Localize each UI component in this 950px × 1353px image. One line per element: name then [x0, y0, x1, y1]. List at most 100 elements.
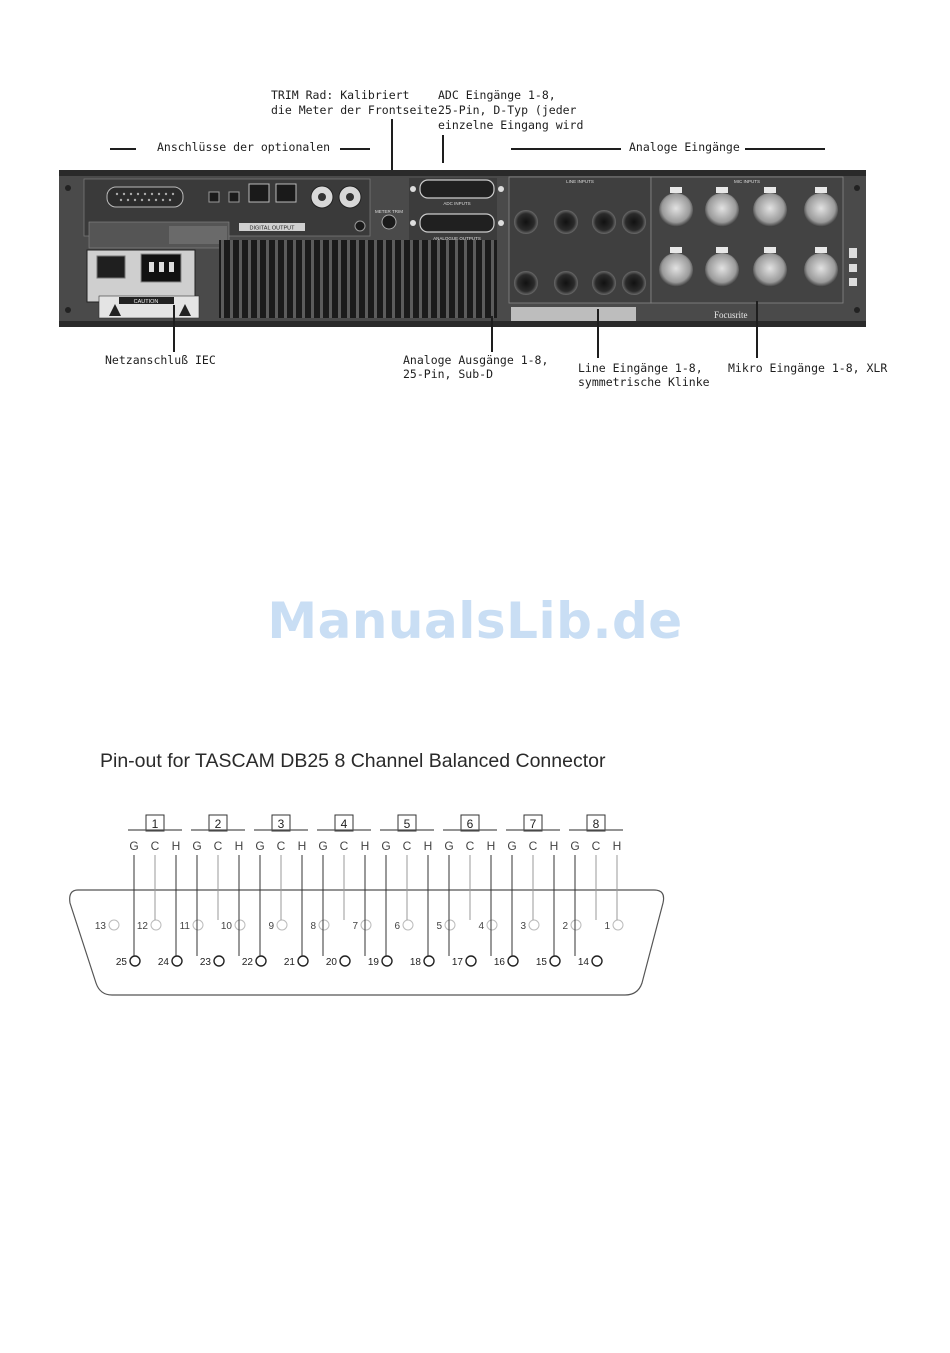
analog-out-callout-line1: Analoge Ausgänge 1-8,	[403, 353, 549, 367]
channel-number: 1	[152, 817, 159, 831]
db25-pin	[150, 919, 162, 931]
line-inputs-label: LINE INPUTS	[566, 179, 594, 184]
channel-number: 7	[530, 817, 537, 831]
digital-output-label: DIGITAL OUTPUT	[250, 226, 296, 232]
channel-number: 8	[593, 817, 600, 831]
pinout-title: Pin-out for TASCAM DB25 8 Channel Balanc…	[100, 750, 606, 772]
mic-in-callout: Mikro Eingänge 1-8, XLR	[728, 361, 888, 375]
pin-role-letter: G	[129, 839, 138, 853]
optional-rule-left	[110, 148, 136, 150]
db25-pin-number: 23	[200, 957, 212, 968]
pin-role-letter: H	[172, 839, 181, 853]
db25-pin	[570, 919, 582, 931]
channel-box	[586, 814, 606, 832]
db25-pin-number: 7	[352, 921, 358, 932]
channel-box	[334, 814, 354, 832]
pin-role-letter: C	[277, 839, 286, 853]
rear-panel-image: DIGITAL OUTPUT CAUTION METER TRIM ADC IN…	[59, 170, 866, 327]
db25-pin-number: 14	[578, 957, 590, 968]
db25-pin-number: 6	[394, 921, 400, 932]
trim-callout-line2: die Meter der Frontseite	[271, 103, 438, 117]
adc-callout-line2: 25-Pin, D-Typ (jeder	[438, 103, 577, 117]
db25-pin	[171, 955, 183, 967]
channel-number: 4	[341, 817, 348, 831]
pin-role-letter: G	[318, 839, 327, 853]
pin-role-letter: C	[529, 839, 538, 853]
optional-rule-right	[340, 148, 370, 150]
adc-leader-line	[442, 135, 444, 163]
pin-role-letter: H	[550, 839, 559, 853]
pin-role-letter: G	[192, 839, 201, 853]
db25-pin	[507, 955, 519, 967]
pin-role-letter: G	[444, 839, 453, 853]
db25-pin	[612, 919, 624, 931]
channel-number: 2	[215, 817, 222, 831]
db25-pin	[297, 955, 309, 967]
db25-pin-number: 17	[452, 957, 464, 968]
channel-box	[208, 814, 228, 832]
adc-callout-line1: ADC Eingänge 1-8,	[438, 88, 556, 102]
channel-number: 3	[278, 817, 285, 831]
trim-label: METER TRIM	[375, 209, 403, 214]
db25-pin	[360, 919, 372, 931]
db25-pin-number: 4	[478, 921, 484, 932]
db25-pin	[402, 919, 414, 931]
line-input-jacks	[514, 210, 646, 295]
pin-role-letter: G	[570, 839, 579, 853]
watermark: ManualsLib.de	[267, 592, 683, 650]
pin-role-letter: C	[214, 839, 223, 853]
db25-pin-number: 13	[95, 921, 107, 932]
pin-role-letter: H	[613, 839, 622, 853]
db25-pin-number: 2	[562, 921, 568, 932]
db25-pin-number: 8	[310, 921, 316, 932]
db25-pin	[318, 919, 330, 931]
analog-inputs-rule-left	[511, 148, 621, 150]
db25-pin-number: 16	[494, 957, 506, 968]
pin-role-letter: H	[487, 839, 496, 853]
db25-pin	[108, 919, 120, 931]
db25-pin	[255, 955, 267, 967]
db25-pin-number: 5	[436, 921, 442, 932]
db25-pin	[192, 919, 204, 931]
analog-out-callout-line2: 25-Pin, Sub-D	[403, 367, 494, 381]
db25-pin-number: 10	[221, 921, 233, 932]
db25-pin-number: 18	[410, 957, 422, 968]
db25-pin	[423, 955, 435, 967]
db25-pin-number: 19	[368, 957, 380, 968]
db25-pin	[486, 919, 498, 931]
trim-callout-line1: TRIM Rad: Kalibriert	[271, 88, 410, 102]
focusrite-logo: Focusrite	[714, 310, 748, 320]
db25-pin	[444, 919, 456, 931]
pin-role-letter: C	[592, 839, 601, 853]
pin-role-letter: C	[340, 839, 349, 853]
iec-leader-line	[173, 305, 175, 352]
iec-callout: Netzanschluß IEC	[105, 353, 216, 367]
db25-pin-number: 1	[604, 921, 610, 932]
db25-shell	[69, 889, 665, 996]
channel-box	[460, 814, 480, 832]
adc-callout-line3: einzelne Eingang wird	[438, 118, 584, 132]
pin-role-letter: H	[424, 839, 433, 853]
db25-pin-number: 24	[158, 957, 170, 968]
db25-pin-number: 20	[326, 957, 338, 968]
db25-pin	[276, 919, 288, 931]
pin-role-letter: H	[298, 839, 307, 853]
mic-in-leader-line	[756, 301, 758, 358]
db25-pin	[234, 919, 246, 931]
db25-pin	[465, 955, 477, 967]
line-in-callout-line2: symmetrische Klinke	[578, 375, 710, 389]
db25-pin	[528, 919, 540, 931]
channel-box	[271, 814, 291, 832]
pin-role-letter: G	[255, 839, 264, 853]
pin-role-letter: G	[507, 839, 516, 853]
db25-pin-number: 22	[242, 957, 254, 968]
pin-role-letter: H	[361, 839, 370, 853]
analog-out-leader-line	[491, 316, 493, 352]
pin-role-letter: C	[403, 839, 412, 853]
analog-inputs-callout: Analoge Eingänge	[629, 140, 740, 154]
db25-pin	[549, 955, 561, 967]
pin-role-letter: G	[381, 839, 390, 853]
channel-number: 5	[404, 817, 411, 831]
pin-role-letter: H	[235, 839, 244, 853]
